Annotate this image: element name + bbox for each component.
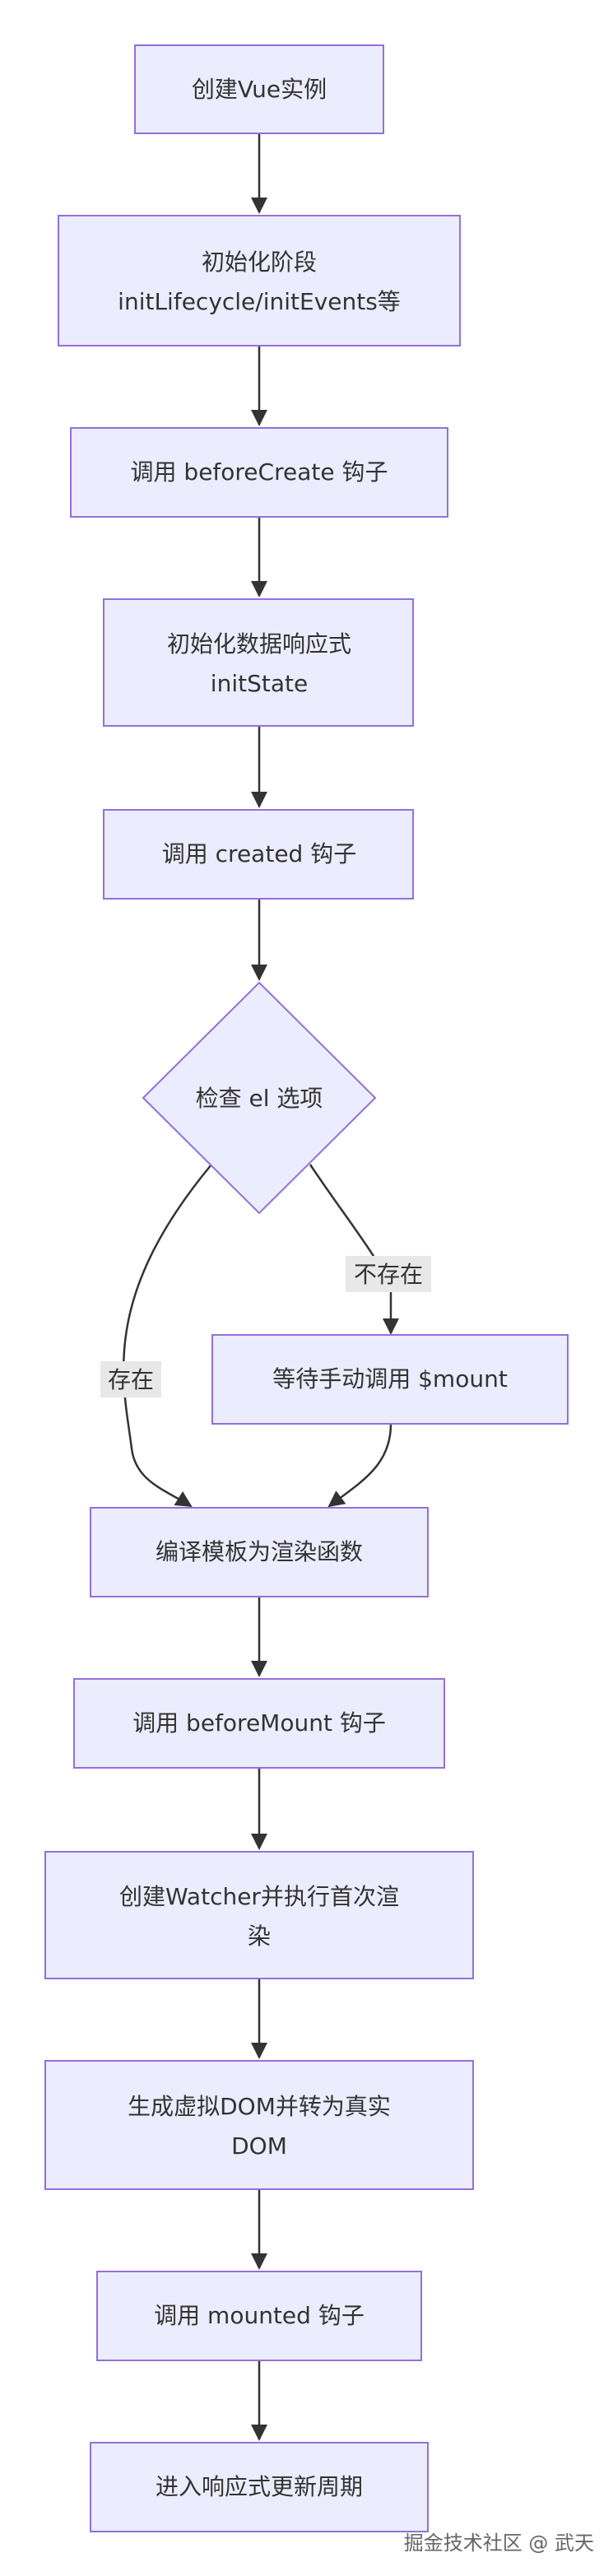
- node-init-reactive: 初始化数据响应式 initState: [103, 598, 414, 727]
- node-init-phase-label-2: initLifecycle/initEvents等: [118, 288, 401, 315]
- node-before-mount-label: 调用 beforeMount 钩子: [132, 1709, 386, 1737]
- node-check-el: 检查 el 选项: [142, 981, 377, 1215]
- node-compile: 编译模板为渲染函数: [90, 1507, 429, 1597]
- watermark: 掘金技术社区 @ 武天: [404, 2532, 594, 2555]
- edges: [122, 133, 399, 2441]
- node-watcher-label-2: 染: [248, 1923, 271, 1950]
- node-init-reactive-label-2: initState: [211, 670, 308, 697]
- node-check-el-label: 检查 el 选项: [196, 1085, 323, 1112]
- edge-label-exists-text: 存在: [108, 1366, 154, 1393]
- node-vdom-label-2: DOM: [231, 2132, 287, 2160]
- node-init-reactive-label-1: 初始化数据响应式: [167, 630, 351, 658]
- node-create-vue-label: 创建Vue实例: [192, 76, 327, 103]
- node-mounted: 调用 mounted 钩子: [96, 2271, 422, 2361]
- node-before-create: 调用 beforeCreate 钩子: [70, 427, 448, 518]
- edge-label-not-exists-text: 不存在: [354, 1261, 423, 1288]
- node-wait-mount: 等待手动调用 $mount: [211, 1334, 569, 1425]
- node-created-label: 调用 created 钩子: [162, 840, 356, 867]
- node-before-create-label: 调用 beforeCreate 钩子: [131, 458, 388, 486]
- node-compile-label: 编译模板为渲染函数: [156, 1538, 363, 1565]
- node-init-phase: 初始化阶段 initLifecycle/initEvents等: [58, 215, 461, 346]
- edge-check-exists: [122, 1164, 212, 1508]
- node-created: 调用 created 钩子: [103, 809, 414, 900]
- node-vdom-label-1: 生成虚拟DOM并转为真实: [128, 2093, 391, 2120]
- node-create-vue: 创建Vue实例: [134, 44, 384, 134]
- node-watcher-label-1: 创建Watcher并执行首次渲: [119, 1883, 399, 1910]
- edge-label-exists: 存在: [100, 1361, 161, 1397]
- node-init-phase-label-1: 初始化阶段: [202, 249, 317, 276]
- node-wait-mount-label: 等待手动调用 $mount: [272, 1365, 508, 1393]
- node-watcher: 创建Watcher并执行首次渲 染: [44, 1851, 474, 1979]
- edge-check-not-exists: [309, 1164, 399, 1335]
- node-before-mount: 调用 beforeMount 钩子: [73, 1678, 445, 1769]
- edge-wait-to-compile: [327, 1423, 392, 1508]
- node-reactive-cycle-label: 进入响应式更新周期: [156, 2473, 363, 2500]
- node-mounted-label: 调用 mounted 钩子: [154, 2302, 365, 2329]
- node-vdom: 生成虚拟DOM并转为真实 DOM: [44, 2060, 474, 2190]
- edge-label-not-exists: 不存在: [346, 1256, 431, 1292]
- node-reactive-cycle: 进入响应式更新周期: [90, 2442, 429, 2532]
